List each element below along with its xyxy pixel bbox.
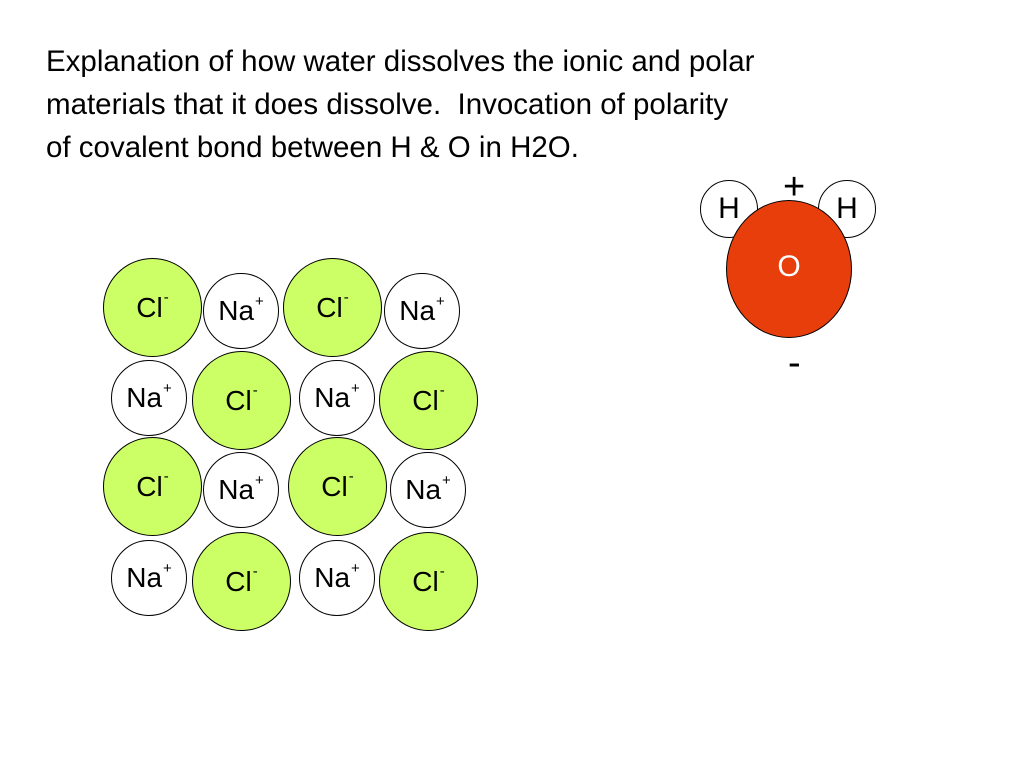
chloride-ion: Cl- — [103, 258, 202, 357]
ion-symbol: Cl — [412, 565, 439, 597]
sodium-ion: Na+ — [299, 540, 375, 616]
sodium-ion: Na+ — [384, 273, 460, 349]
chloride-ion: Cl- — [283, 258, 382, 357]
ion-charge: + — [436, 292, 445, 310]
sodium-ion: Na+ — [111, 540, 187, 616]
ion-charge: + — [351, 559, 360, 577]
chloride-ion: Cl- — [288, 437, 387, 536]
ion-symbol: Cl — [316, 291, 343, 323]
caption-line-2: materials that it does dissolve. Invocat… — [46, 88, 729, 121]
ion-symbol: Cl — [136, 470, 163, 502]
ion-charge: - — [252, 382, 258, 399]
ion-charge: + — [255, 471, 264, 489]
sodium-ion: Na+ — [390, 452, 466, 528]
ion-symbol: Na — [405, 474, 442, 505]
ion-charge: - — [163, 468, 169, 485]
slide-caption: Explanation of how water dissolves the i… — [46, 40, 906, 169]
water-oxygen: O — [726, 200, 852, 338]
sodium-ion: Na+ — [203, 452, 279, 528]
caption-line-3: of covalent bond between H & O in H2O. — [46, 131, 579, 164]
chloride-ion: Cl- — [103, 437, 202, 536]
ion-symbol: Cl — [321, 470, 348, 502]
ion-charge: - — [439, 382, 445, 399]
ion-charge: - — [343, 289, 349, 306]
sodium-ion: Na+ — [299, 360, 375, 436]
ion-symbol: Na — [314, 382, 351, 413]
ion-symbol: Na — [314, 562, 351, 593]
ion-symbol: Cl — [225, 384, 252, 416]
ion-symbol: Na — [126, 562, 163, 593]
hydrogen-right-label: H — [836, 192, 858, 225]
ion-symbol: Na — [399, 295, 436, 326]
ion-symbol: Na — [218, 474, 255, 505]
ion-charge: + — [163, 379, 172, 397]
chloride-ion: Cl- — [192, 351, 291, 450]
ion-charge: + — [442, 471, 451, 489]
oxygen-label: O — [777, 250, 801, 283]
ion-charge: + — [351, 379, 360, 397]
positive-pole-label: + — [783, 166, 806, 208]
chloride-ion: Cl- — [192, 532, 291, 631]
hydrogen-left-label: H — [718, 192, 740, 225]
ion-symbol: Na — [218, 295, 255, 326]
negative-pole-label: - — [788, 342, 801, 384]
sodium-ion: Na+ — [203, 273, 279, 349]
ion-charge: + — [163, 559, 172, 577]
ion-symbol: Cl — [136, 291, 163, 323]
ion-charge: - — [439, 563, 445, 580]
chloride-ion: Cl- — [379, 532, 478, 631]
ion-symbol: Cl — [225, 565, 252, 597]
ion-symbol: Cl — [412, 384, 439, 416]
ion-charge: + — [255, 292, 264, 310]
ion-charge: - — [163, 289, 169, 306]
water-hydrogen-left: H — [700, 180, 758, 238]
chloride-ion: Cl- — [379, 351, 478, 450]
caption-line-1: Explanation of how water dissolves the i… — [46, 45, 755, 78]
sodium-ion: Na+ — [111, 360, 187, 436]
ion-symbol: Na — [126, 382, 163, 413]
ion-charge: - — [252, 563, 258, 580]
ion-charge: - — [348, 468, 354, 485]
